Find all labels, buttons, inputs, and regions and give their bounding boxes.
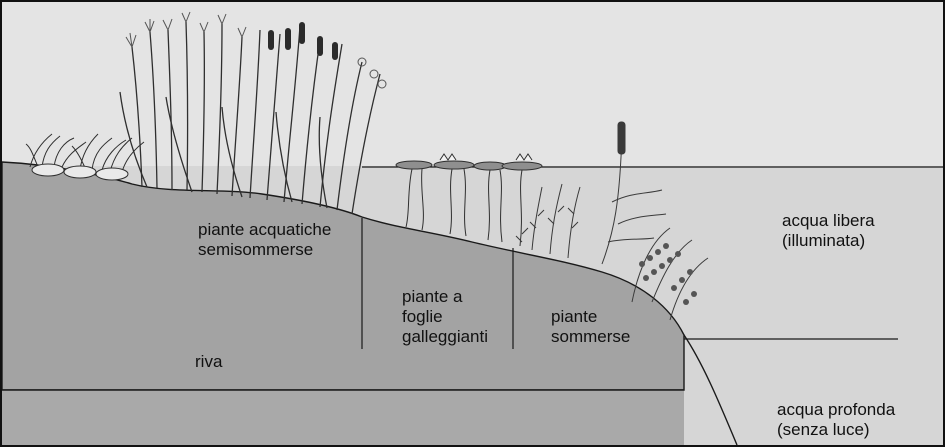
label-submerged-plants: piante sommerse [551, 307, 630, 347]
label-open-water: acqua libera (illuminata) [782, 211, 875, 251]
label-deep-water: acqua profonda (senza luce) [777, 400, 895, 440]
label-semisubmerged-plants: piante acquatiche semisommerse [198, 220, 331, 260]
label-floating-leaf-plants: piante a foglie galleggianti [402, 287, 488, 347]
lower-ground-band [2, 390, 684, 445]
label-shore: riva [195, 352, 222, 372]
